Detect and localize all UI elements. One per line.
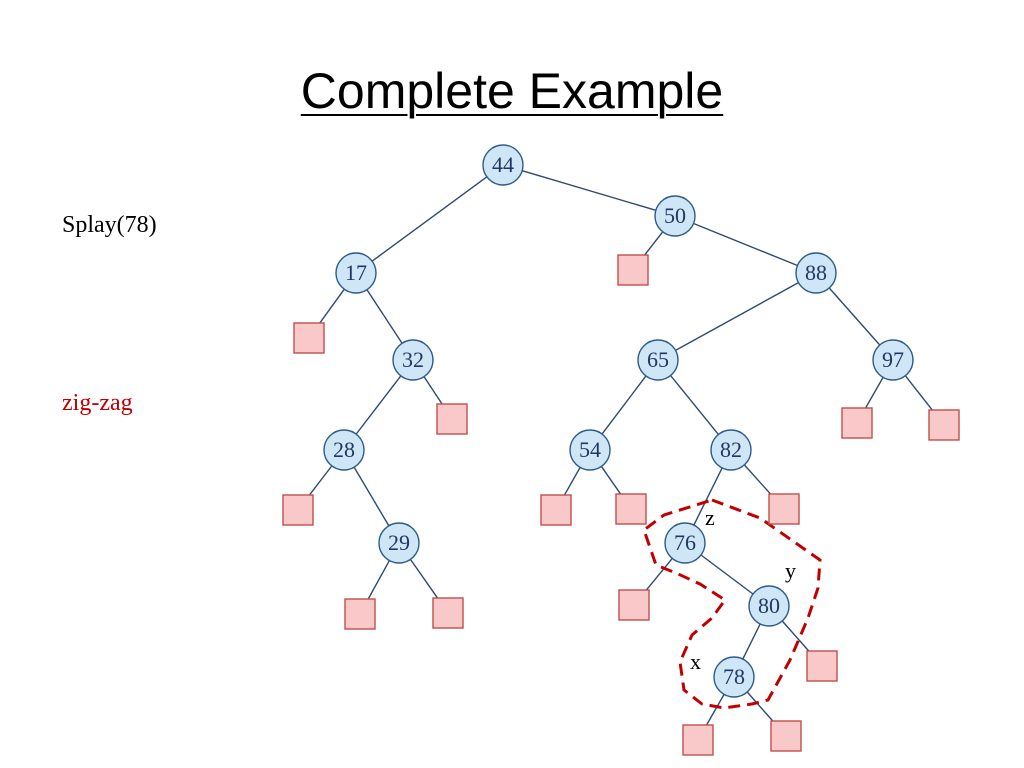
edge-76-80 xyxy=(700,554,754,595)
node-value: 17 xyxy=(345,260,367,285)
leaf-78-right xyxy=(770,720,802,752)
edge-50-88 xyxy=(693,222,798,267)
node-88: 88 xyxy=(795,252,837,294)
edge-leaf-78-left xyxy=(704,694,725,728)
node-78: 78 xyxy=(713,656,755,698)
tree-edges xyxy=(306,170,936,728)
tree-leaves xyxy=(282,254,960,756)
node-44: 44 xyxy=(482,144,524,186)
leaf-80-right xyxy=(806,650,838,682)
node-circle xyxy=(335,252,377,294)
node-97: 97 xyxy=(872,339,914,381)
leaf-97-right xyxy=(928,409,960,441)
node-value: 65 xyxy=(647,347,669,372)
role-label-y: y xyxy=(785,558,796,583)
node-value: 29 xyxy=(388,530,410,555)
edge-28-29 xyxy=(353,466,390,527)
leaf-29-left xyxy=(344,598,376,630)
node-value: 97 xyxy=(882,347,904,372)
node-value: 54 xyxy=(579,437,601,462)
node-value: 80 xyxy=(758,593,780,618)
edge-leaf-76-left xyxy=(642,558,673,594)
node-circle xyxy=(710,429,752,471)
edge-44-17 xyxy=(371,176,488,262)
node-circle xyxy=(713,656,755,698)
edge-leaf-97-left xyxy=(863,377,884,411)
node-value: 82 xyxy=(720,437,742,462)
edge-88-97 xyxy=(828,287,881,346)
edge-17-32 xyxy=(366,289,403,344)
node-value: 44 xyxy=(492,152,514,177)
node-50: 50 xyxy=(654,195,696,237)
node-value: 76 xyxy=(674,530,696,555)
edge-leaf-54-right xyxy=(600,466,624,498)
leaf-32-right xyxy=(436,403,468,435)
tree-nodes: 44 50 17 88 32 65 97 28 54 82 29 76 80 78 xyxy=(323,144,914,698)
node-82: 82 xyxy=(710,429,752,471)
node-circle xyxy=(748,585,790,627)
edge-32-28 xyxy=(355,375,402,435)
edge-leaf-29-left xyxy=(366,560,390,602)
node-54: 54 xyxy=(569,429,611,471)
node-circle xyxy=(637,339,679,381)
node-circle xyxy=(378,522,420,564)
node-circle xyxy=(654,195,696,237)
node-value: 88 xyxy=(805,260,827,285)
edge-80-78 xyxy=(742,623,761,660)
node-value: 50 xyxy=(664,203,686,228)
edge-44-50 xyxy=(521,170,657,211)
leaf-78-left xyxy=(682,724,714,756)
node-65: 65 xyxy=(637,339,679,381)
leaf-28-left xyxy=(282,494,314,526)
edge-leaf-78-right xyxy=(746,691,777,726)
edge-leaf-97-right xyxy=(904,375,936,414)
node-80: 80 xyxy=(748,585,790,627)
node-circle xyxy=(569,429,611,471)
node-value: 28 xyxy=(333,437,355,462)
node-circle xyxy=(392,339,434,381)
edge-leaf-80-right xyxy=(781,620,813,656)
node-circle xyxy=(872,339,914,381)
node-circle xyxy=(323,429,365,471)
leaf-29-right xyxy=(432,597,464,629)
operation-label: Splay(78) xyxy=(62,212,157,238)
page-title: Complete Example xyxy=(300,63,724,119)
leaf-54-right xyxy=(615,493,647,525)
edge-leaf-54-left xyxy=(562,467,581,498)
node-circle xyxy=(482,144,524,186)
node-circle xyxy=(795,252,837,294)
node-32: 32 xyxy=(392,339,434,381)
node-value: 32 xyxy=(402,347,424,372)
edge-65-54 xyxy=(601,375,647,435)
edge-leaf-32-right xyxy=(423,376,445,407)
leaf-50-left xyxy=(617,254,649,286)
edge-leaf-29-right xyxy=(409,558,440,602)
node-value: 78 xyxy=(723,664,745,689)
leaf-76-left xyxy=(618,589,650,621)
zig-zag-highlight-outline xyxy=(642,498,822,710)
role-label-z: z xyxy=(705,505,715,530)
node-28: 28 xyxy=(323,429,365,471)
node-role-labels: z y x xyxy=(690,505,796,674)
leaf-82-right xyxy=(768,493,800,525)
leaf-97-left xyxy=(841,407,873,439)
edge-leaf-82-right xyxy=(743,464,775,499)
role-label-x: x xyxy=(690,649,701,674)
edge-leaf-28-left xyxy=(306,465,333,499)
node-29: 29 xyxy=(378,522,420,564)
edge-65-82 xyxy=(670,375,719,435)
edge-82-76 xyxy=(693,467,723,526)
node-circle xyxy=(664,522,706,564)
edge-leaf-50-left xyxy=(641,231,664,259)
edge-leaf-17-left xyxy=(317,288,345,327)
node-17: 17 xyxy=(335,252,377,294)
leaf-54-left xyxy=(540,494,572,526)
edge-88-65 xyxy=(675,282,799,351)
rotation-type-label: zig-zag xyxy=(62,390,133,416)
leaf-17-left xyxy=(293,322,325,354)
node-76: 76 xyxy=(664,522,706,564)
